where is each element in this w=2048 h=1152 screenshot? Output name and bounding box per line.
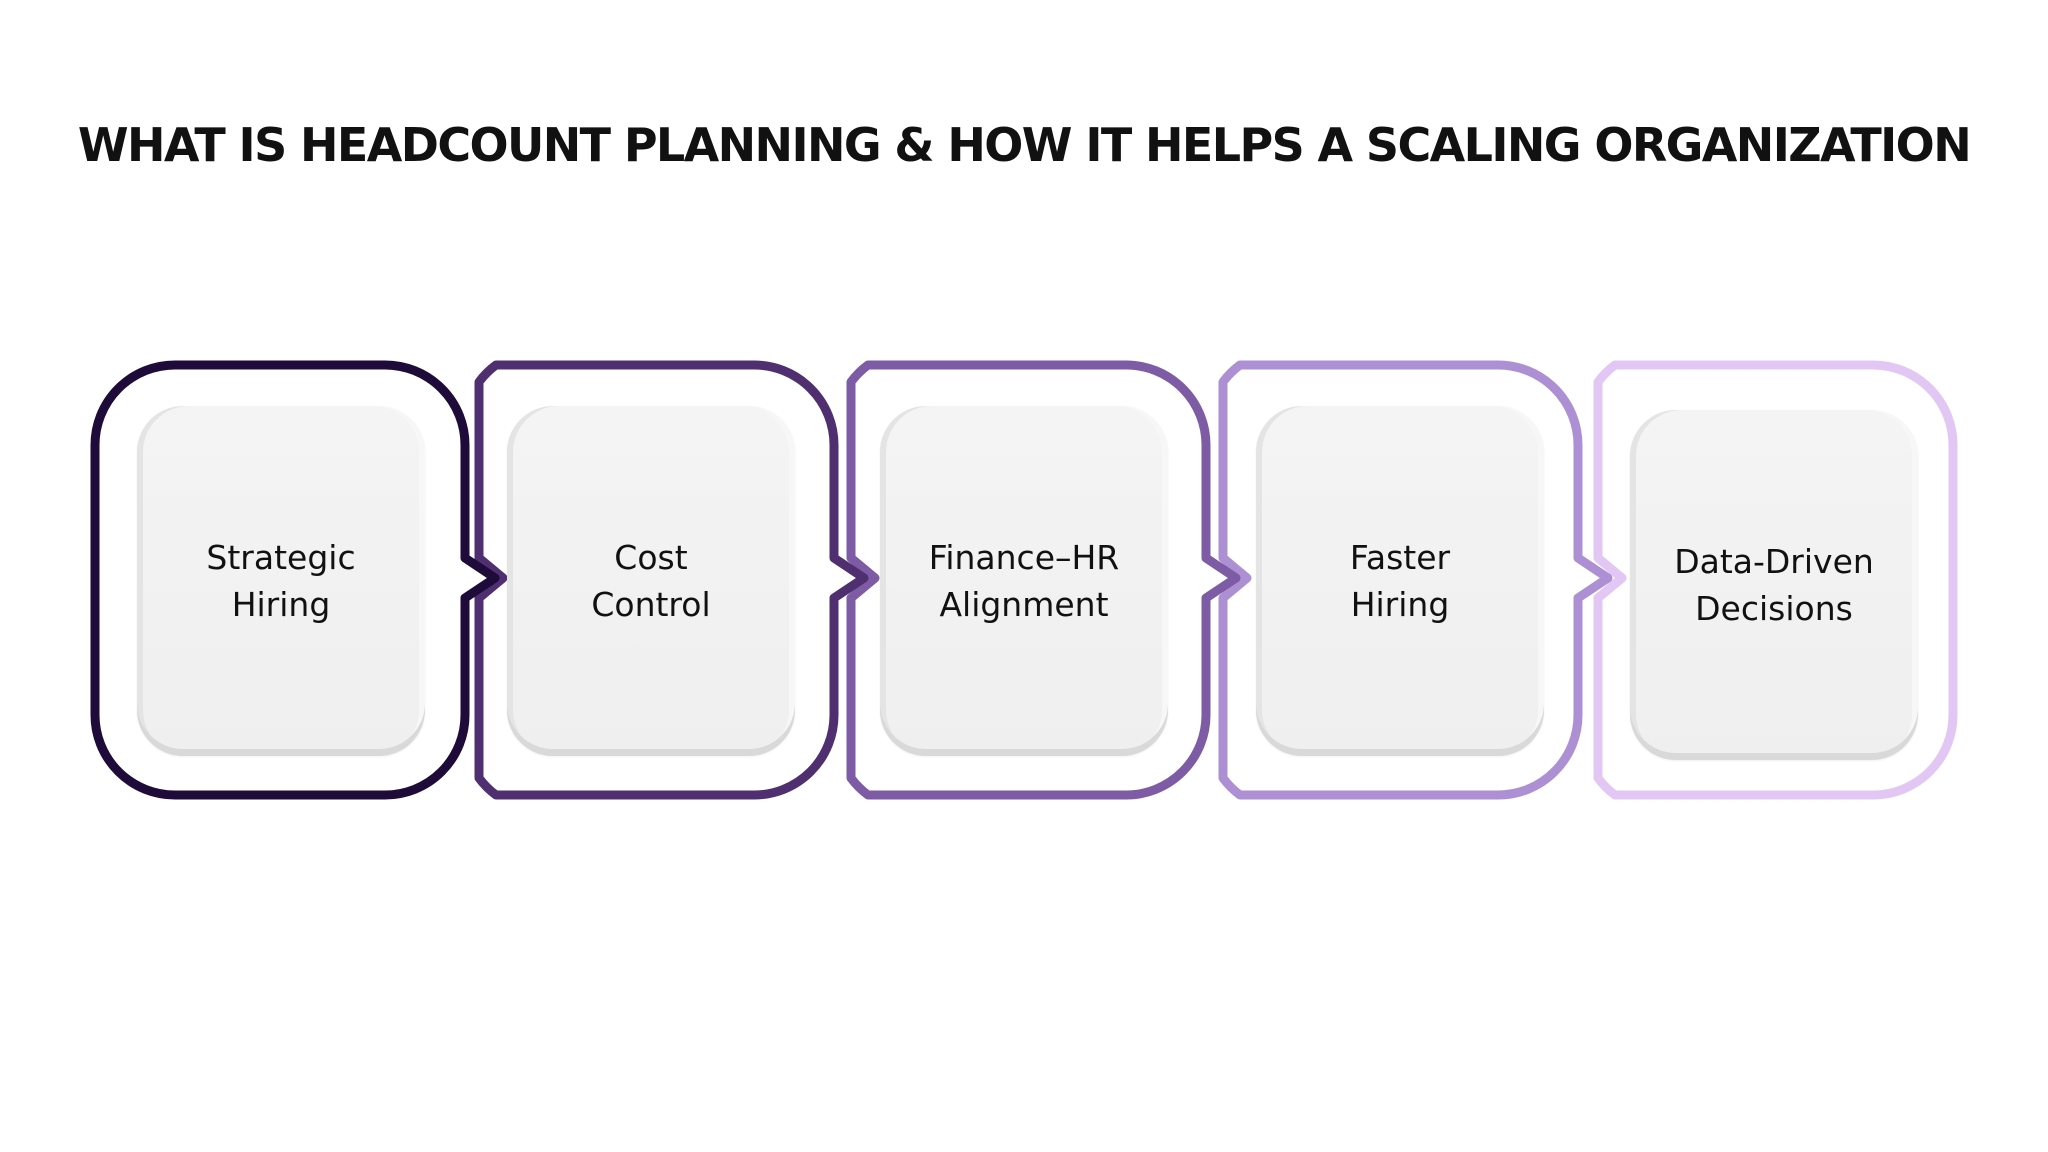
step-label-line: Cost [614,538,688,577]
step-label-line: Data-Driven [1674,542,1874,581]
step-label: Faster Hiring [1350,534,1450,628]
step-label-line: Control [591,585,711,624]
step-label-line: Decisions [1695,589,1853,628]
step-label-line: Hiring [1350,585,1450,624]
step-card-data-driven-decisions: Data-Driven Decisions [1630,410,1918,760]
step-label: Cost Control [591,534,710,628]
step-card-cost-control: Cost Control [507,406,795,756]
step-label-line: Hiring [231,585,331,624]
step-card-strategic-hiring: Strategic Hiring [137,406,425,756]
step-label-line: Finance–HR [928,538,1120,577]
step-card-finance-hr-alignment: Finance–HR Alignment [880,406,1168,756]
step-label-line: Strategic [206,538,356,577]
step-label: Strategic Hiring [206,534,355,628]
page-title: WHAT IS HEADCOUNT PLANNING & HOW IT HELP… [77,118,1972,172]
step-label-line: Alignment [939,585,1109,624]
step-card-faster-hiring: Faster Hiring [1256,406,1544,756]
step-label: Finance–HR Alignment [929,534,1120,628]
step-label: Data-Driven Decisions [1674,538,1874,632]
step-label-line: Faster [1349,538,1451,577]
step-frame-data-driven [1593,360,1958,800]
